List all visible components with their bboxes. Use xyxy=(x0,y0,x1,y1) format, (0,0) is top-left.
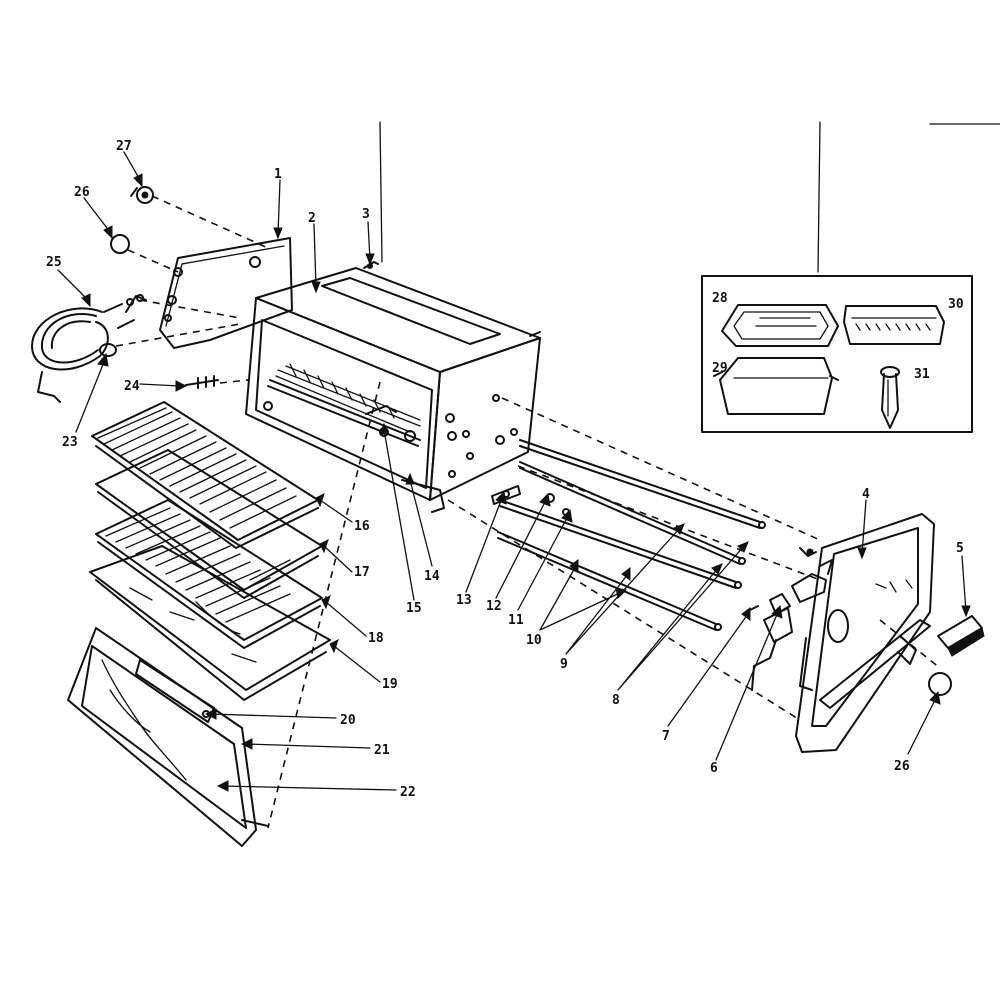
callout-5: 5 xyxy=(956,541,964,556)
knob-27 xyxy=(130,186,154,204)
callout-14: 14 xyxy=(424,569,440,584)
power-cord-25 xyxy=(31,303,123,403)
callout-18: 18 xyxy=(368,631,384,646)
callout-9: 9 xyxy=(560,657,568,672)
callout-28: 28 xyxy=(712,291,728,306)
callout-2: 2 xyxy=(308,211,316,226)
callout-3: 3 xyxy=(362,207,370,222)
callout-26-right: 26 xyxy=(894,759,910,774)
indicator-26-left xyxy=(110,234,130,254)
scan-marks xyxy=(379,121,1000,273)
callout-13: 13 xyxy=(456,593,472,608)
oven-body-2 xyxy=(245,261,541,513)
tongs-31 xyxy=(880,366,900,429)
control-panel-4 xyxy=(795,513,935,753)
door-guide-line xyxy=(267,381,381,829)
accessory-inset xyxy=(701,275,973,433)
callout-19: 19 xyxy=(382,677,398,692)
callout-22: 22 xyxy=(400,785,416,800)
callout-25: 25 xyxy=(46,255,62,270)
broil-rack-30 xyxy=(843,305,945,345)
crumb-tray-19 xyxy=(89,545,331,701)
callout-labels: 1 2 3 4 5 6 7 8 9 10 11 12 13 14 15 16 1… xyxy=(46,139,964,800)
callout-26-left: 26 xyxy=(74,185,90,200)
callout-6: 6 xyxy=(710,761,718,776)
callout-20: 20 xyxy=(340,713,356,728)
callout-23: 23 xyxy=(62,435,78,450)
leader-lines xyxy=(57,151,971,792)
assembly-lines-left xyxy=(115,195,269,384)
terminal-parts xyxy=(117,294,147,329)
callout-8: 8 xyxy=(612,693,620,708)
bushing-23 xyxy=(99,343,117,357)
callout-11: 11 xyxy=(508,613,524,628)
callout-15: 15 xyxy=(406,601,422,616)
deep-pan-29 xyxy=(713,357,839,415)
callout-1: 1 xyxy=(274,167,282,182)
callout-17: 17 xyxy=(354,565,370,580)
callout-21: 21 xyxy=(374,743,390,758)
callout-31: 31 xyxy=(914,367,930,382)
indicator-26-right xyxy=(928,672,952,696)
switch-assembly xyxy=(745,547,833,691)
assembly-lines-right xyxy=(447,397,941,721)
callout-4: 4 xyxy=(862,487,870,502)
callout-10: 10 xyxy=(526,633,542,648)
callout-12: 12 xyxy=(486,599,502,614)
callout-7: 7 xyxy=(662,729,670,744)
heating-elements xyxy=(491,439,766,631)
callout-16: 16 xyxy=(354,519,370,534)
screw-24 xyxy=(185,375,219,389)
baking-pan-28 xyxy=(721,304,839,347)
front-door xyxy=(67,627,269,847)
button-5 xyxy=(937,615,985,657)
callout-24: 24 xyxy=(124,379,140,394)
callout-30: 30 xyxy=(948,297,964,312)
callout-27: 27 xyxy=(116,139,132,154)
callout-29: 29 xyxy=(712,361,728,376)
